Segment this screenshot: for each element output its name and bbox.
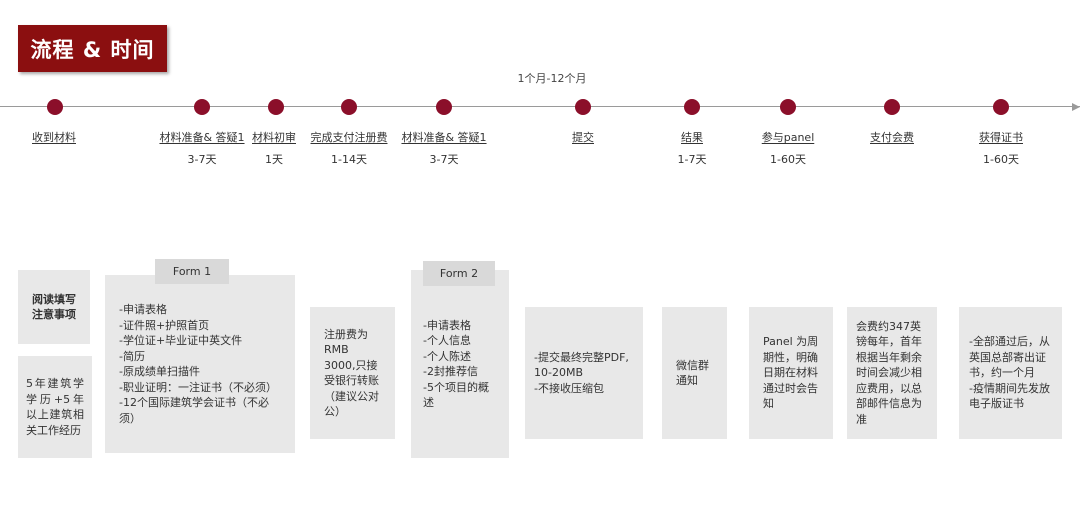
timeline-dot-3 bbox=[268, 99, 284, 115]
list-item: -5个项目的概述 bbox=[423, 380, 489, 410]
step-result: 结果 1-7天 bbox=[627, 129, 757, 167]
timeline-arrow-icon bbox=[1072, 103, 1080, 111]
step-prepare-materials-2: 材料准备& 答疑1 3-7天 bbox=[379, 129, 509, 167]
timeline-dot-10 bbox=[993, 99, 1009, 115]
step-submit: 提交 bbox=[518, 129, 648, 145]
form1-items: -申请表格 -证件照+护照首页 -学位证+毕业证中英文件 -简历 -原成绩单扫描… bbox=[119, 302, 281, 426]
page-title: 流程 & 时间 bbox=[18, 25, 167, 72]
step-label: 收到材料 bbox=[32, 131, 76, 144]
step-duration: 1-60天 bbox=[983, 153, 1019, 166]
list-item: -证件照+护照首页 bbox=[119, 318, 210, 332]
step-get-certificate: 获得证书 1-60天 bbox=[936, 129, 1066, 167]
list-item: -申请表格 bbox=[119, 303, 167, 316]
step-prepare-materials-1: 材料准备& 答疑1 3-7天 bbox=[137, 129, 267, 167]
certificate-notes-box: -全部通过后，从英国总部寄出证书，约一个月 -疫情期间先发放电子版证书 bbox=[959, 307, 1062, 439]
timeline-dot-7 bbox=[684, 99, 700, 115]
step-label: 参与panel bbox=[761, 131, 815, 144]
list-item: -2封推荐信 bbox=[423, 365, 478, 378]
list-item: -申请表格 bbox=[423, 318, 471, 332]
list-item: -简历 bbox=[119, 349, 145, 363]
result-notice-box: 微信群通知 bbox=[662, 307, 727, 439]
timeline-dot-6 bbox=[575, 99, 591, 115]
step-duration: 1天 bbox=[265, 153, 283, 166]
form2-items: -申请表格 -个人信息 -个人陈述 -2封推荐信 -5个项目的概述 bbox=[423, 318, 497, 411]
step-label: 完成支付注册费 bbox=[310, 131, 388, 144]
step-duration: 1-60天 bbox=[770, 153, 806, 166]
list-item: -12个国际建筑学会证书（不必须） bbox=[119, 396, 269, 425]
step-label: 获得证书 bbox=[979, 131, 1023, 144]
timeline-dot-1 bbox=[47, 99, 63, 115]
list-item: -疫情期间先发放电子版证书 bbox=[969, 381, 1050, 411]
step-duration: 1-7天 bbox=[677, 153, 707, 166]
step-label: 结果 bbox=[681, 131, 703, 144]
step-pay-registration: 完成支付注册费 1-14天 bbox=[284, 129, 414, 167]
step-label: 提交 bbox=[572, 131, 594, 144]
list-item: -原成绩单扫描件 bbox=[119, 365, 200, 378]
form1-box: -申请表格 -证件照+护照首页 -学位证+毕业证中英文件 -简历 -原成绩单扫描… bbox=[105, 275, 295, 453]
notice-body-box: 5年建筑学学历+5年以上建筑相关工作经历 bbox=[18, 356, 92, 458]
panel-note-text: Panel 为周期性，明确日期在材料通过时会告知 bbox=[763, 335, 819, 411]
notice-heading-box: 阅读填写注意事项 bbox=[18, 270, 90, 344]
form2-box: -申请表格 -个人信息 -个人陈述 -2封推荐信 -5个项目的概述 bbox=[411, 270, 509, 458]
step-label: 材料准备& 答疑1 bbox=[159, 131, 245, 144]
submit-notes: -提交最终完整PDF, 10-20MB -不接收压缩包 bbox=[534, 350, 634, 397]
list-item: -职业证明：一注证书（不必须） bbox=[119, 380, 277, 394]
step-label: 材料准备& 答疑1 bbox=[401, 131, 487, 144]
step-duration: 1-14天 bbox=[331, 153, 367, 166]
notice-heading: 阅读填写注意事项 bbox=[32, 292, 76, 322]
result-notice-text: 微信群通知 bbox=[676, 358, 709, 388]
timeline-dot-8 bbox=[780, 99, 796, 115]
list-item: -个人陈述 bbox=[423, 349, 471, 363]
step-duration: 3-7天 bbox=[429, 153, 459, 166]
list-item: -全部通过后，从英国总部寄出证书，约一个月 bbox=[969, 335, 1050, 380]
step-label: 材料初审 bbox=[252, 131, 296, 144]
step-label: 支付会费 bbox=[870, 131, 914, 144]
registration-fee-text: 注册费为RMB 3000,只接受银行转账（建议公对公） bbox=[324, 327, 379, 419]
timeline-dot-5 bbox=[436, 99, 452, 115]
step-initial-review: 材料初审 1天 bbox=[209, 129, 339, 167]
fee-note-text: 会费约347英镑每年，首年根据当年剩余时间会减少相应费用，以总部邮件信息为准 bbox=[856, 319, 922, 426]
timeline-line bbox=[0, 106, 1080, 107]
form1-tab: Form 1 bbox=[155, 259, 229, 284]
step-receive-materials: 收到材料 bbox=[0, 129, 119, 145]
list-item: -个人信息 bbox=[423, 334, 471, 347]
step-pay-fee: 支付会费 bbox=[827, 129, 957, 145]
timeline-dot-2 bbox=[194, 99, 210, 115]
submit-notes-box: -提交最终完整PDF, 10-20MB -不接收压缩包 bbox=[525, 307, 643, 439]
registration-fee-box: 注册费为RMB 3000,只接受银行转账（建议公对公） bbox=[310, 307, 395, 439]
timeline-dot-4 bbox=[341, 99, 357, 115]
list-item: -学位证+毕业证中英文件 bbox=[119, 334, 243, 347]
list-item: -不接收压缩包 bbox=[534, 381, 604, 395]
form2-tab: Form 2 bbox=[423, 261, 495, 286]
list-item: -提交最终完整PDF, 10-20MB bbox=[534, 350, 629, 380]
panel-note-box: Panel 为周期性，明确日期在材料通过时会告知 bbox=[749, 307, 833, 439]
step-duration: 3-7天 bbox=[187, 153, 217, 166]
fee-note-box: 会费约347英镑每年，首年根据当年剩余时间会减少相应费用，以总部邮件信息为准 bbox=[847, 307, 937, 439]
notice-body: 5年建筑学学历+5年以上建筑相关工作经历 bbox=[26, 377, 84, 437]
step-panel: 参与panel 1-60天 bbox=[723, 129, 853, 167]
certificate-notes: -全部通过后，从英国总部寄出证书，约一个月 -疫情期间先发放电子版证书 bbox=[969, 334, 1052, 412]
timeline-dot-9 bbox=[884, 99, 900, 115]
overall-duration: 1个月-12个月 bbox=[517, 72, 587, 85]
